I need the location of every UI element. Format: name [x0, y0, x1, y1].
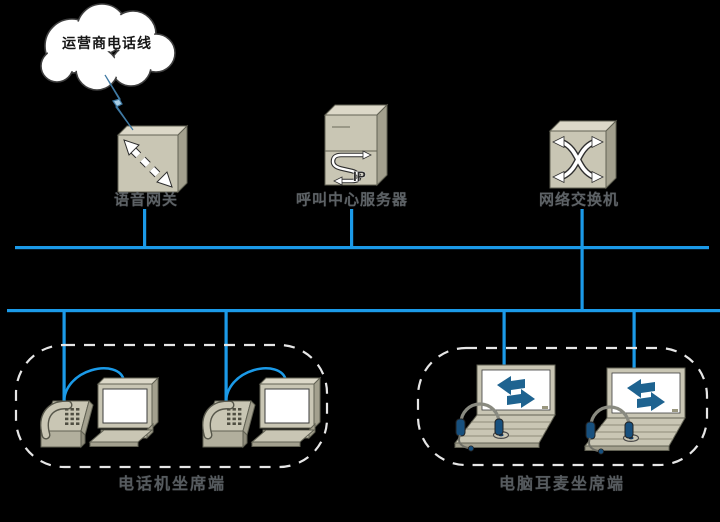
connector-lines — [62, 209, 636, 404]
server-connector-line — [350, 209, 354, 247]
laptop-agents-group-box — [416, 346, 709, 467]
telephone-icon — [203, 401, 255, 447]
switch-connector-line — [580, 209, 584, 312]
laptop-headset-icon — [453, 363, 557, 453]
cloud-label: 运营商电话线 — [62, 35, 152, 51]
switch-label: 网络交换机 — [538, 191, 620, 209]
lightning-bolt-icon — [104, 74, 134, 131]
telephone-icon — [41, 401, 93, 447]
network-switch-node — [548, 119, 618, 190]
switch-crossed-arrows-icon — [552, 135, 604, 184]
voice-gateway-node — [116, 124, 189, 194]
laptop-agents-group-label: 电脑耳麦坐席端 — [498, 476, 626, 493]
phone1-to-pc-wire — [62, 367, 126, 407]
server-label: 呼叫中心服务器 — [295, 191, 409, 209]
gateway-diagonal-arrow-icon — [123, 139, 173, 188]
gateway-label: 语音网关 — [113, 191, 179, 209]
phone-agents-group-label: 电话机坐席端 — [117, 476, 227, 493]
carrier-cloud-shape — [40, 3, 176, 91]
gateway-connector-line — [143, 209, 147, 247]
laptop2-drop-line — [632, 312, 636, 373]
phone-agents-group-box — [14, 343, 329, 469]
call-center-server-node: IP — [323, 103, 389, 187]
bottom-bus-line — [7, 309, 720, 313]
sip-logo-ip-text: IP — [353, 169, 366, 184]
phone2-drop-line — [224, 312, 228, 404]
phone1-drop-line — [62, 312, 66, 404]
desktop-computer-icon — [89, 377, 159, 447]
phone2-to-pc-wire — [224, 367, 288, 407]
desktop-computer-icon — [251, 377, 321, 447]
top-bus-line — [15, 246, 709, 250]
laptop-headset-icon — [583, 366, 687, 456]
sip-logo-icon: IP — [330, 150, 372, 186]
laptop1-drop-line — [502, 312, 506, 370]
